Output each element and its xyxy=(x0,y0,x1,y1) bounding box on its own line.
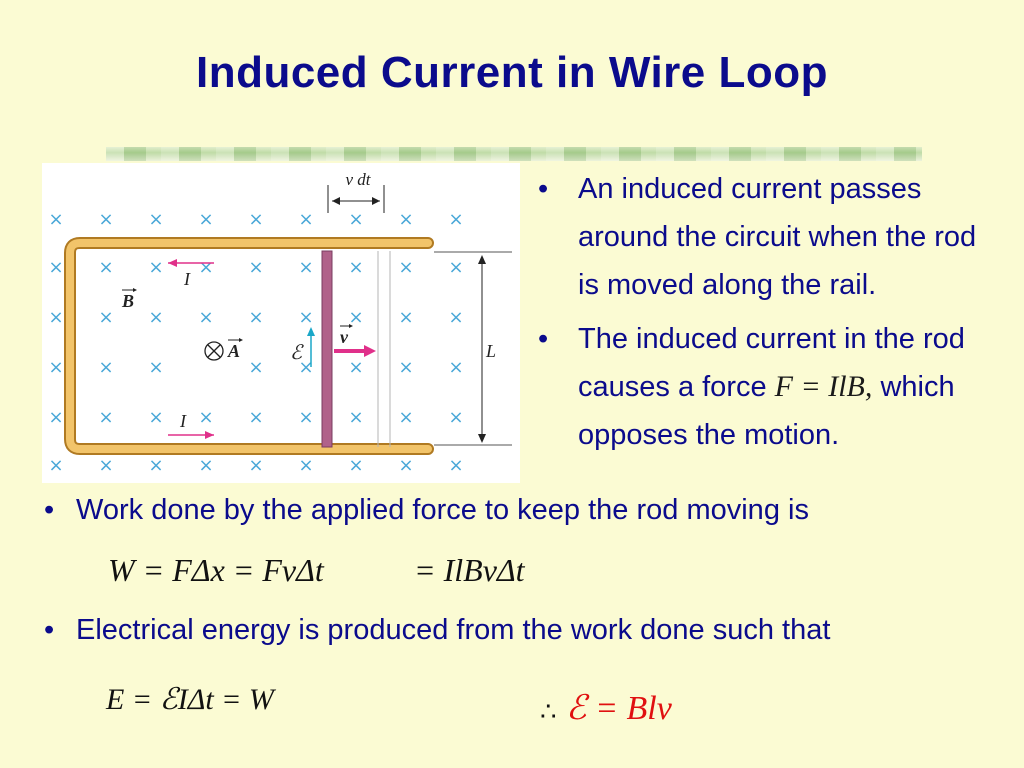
field-cross-icon: × xyxy=(348,357,363,378)
bullet-text: An induced current passes around the cir… xyxy=(578,173,977,301)
field-cross-icon: × xyxy=(448,307,463,328)
field-cross-icon: × xyxy=(98,407,113,428)
work-equation-part2: = IlBvΔt xyxy=(414,552,525,588)
velocity-label: v xyxy=(340,327,349,347)
field-cross-icon: × xyxy=(348,407,363,428)
bullet-induced-current: • An induced current passes around the c… xyxy=(538,165,998,309)
bullet-text-after: which opposes the motion. xyxy=(578,371,955,451)
area-label-a: A xyxy=(227,341,240,361)
field-cross-icon: × xyxy=(198,455,213,476)
field-cross-icon: × xyxy=(48,455,63,476)
vdt-label: v dt xyxy=(345,170,371,189)
field-label-b: B xyxy=(121,291,134,311)
field-cross-icon: × xyxy=(198,257,213,278)
field-cross-icon: × xyxy=(198,307,213,328)
bullet-work-text: Work done by the applied force to keep t… xyxy=(76,494,809,526)
field-cross-icon: × xyxy=(48,357,63,378)
bullet-dot: • xyxy=(44,494,55,526)
energy-equation: E = ℰIΔt = W xyxy=(106,683,274,716)
field-cross-icon: × xyxy=(348,257,363,278)
field-cross-icon: × xyxy=(398,407,413,428)
field-cross-icon: × xyxy=(98,455,113,476)
field-cross-icon: × xyxy=(48,407,63,428)
bullet-dot: • xyxy=(538,173,549,205)
field-cross-icon: × xyxy=(248,257,263,278)
field-cross-icon: × xyxy=(348,455,363,476)
field-cross-icon: × xyxy=(148,209,163,230)
field-cross-icon: × xyxy=(198,407,213,428)
field-cross-icon: × xyxy=(248,307,263,328)
emf-label: ℰ xyxy=(290,342,304,364)
current-label-top: I xyxy=(183,269,191,289)
field-cross-icon: × xyxy=(298,455,313,476)
field-cross-icon: × xyxy=(448,357,463,378)
field-cross-icon: × xyxy=(398,307,413,328)
field-cross-icon: × xyxy=(148,257,163,278)
field-cross-icon: × xyxy=(448,257,463,278)
slide-title: Induced Current in Wire Loop xyxy=(195,48,829,97)
field-cross-icon: × xyxy=(398,357,413,378)
field-cross-icon: × xyxy=(148,357,163,378)
field-cross-icon: × xyxy=(98,257,113,278)
field-cross-icon: × xyxy=(348,209,363,230)
wire-loop-diagram: × × × × × × × × × × × × × × × × × × × × × × × × × × × × × × × × × × × × × × × ×… xyxy=(48,170,512,476)
moving-rod xyxy=(321,250,333,448)
force-formula: F = IlB, xyxy=(774,370,873,403)
field-cross-icon: × xyxy=(148,455,163,476)
field-cross-icon: × xyxy=(448,209,463,230)
bullet-dot: • xyxy=(538,323,549,355)
field-cross-icon: × xyxy=(348,307,363,328)
emf-result-equation: ℰ = Blv xyxy=(566,690,672,727)
field-cross-icon: × xyxy=(298,257,313,278)
right-bullet-list: • An induced current passes around the c… xyxy=(538,165,998,465)
field-cross-icon: × xyxy=(448,455,463,476)
field-cross-icon: × xyxy=(248,209,263,230)
field-cross-icon: × xyxy=(398,257,413,278)
field-cross-icon: × xyxy=(198,209,213,230)
field-cross-icon: × xyxy=(398,209,413,230)
field-cross-icon: × xyxy=(398,455,413,476)
field-cross-icon: × xyxy=(98,307,113,328)
field-cross-icon: × xyxy=(248,407,263,428)
field-cross-icon: × xyxy=(148,307,163,328)
magnetic-field-crosses: × × × × × × × × × × × × × × × × × × × × × × × × × × × × × × × × × × × × × × × ×… xyxy=(48,209,463,476)
field-cross-icon: × xyxy=(48,257,63,278)
into-page-symbol xyxy=(204,341,224,361)
field-cross-icon: × xyxy=(148,407,163,428)
bullet-force: • The induced current in the rod causes … xyxy=(538,315,998,459)
field-cross-icon: × xyxy=(248,455,263,476)
field-cross-icon: × xyxy=(98,209,113,230)
work-equation-part1: W = FΔx = FvΔt xyxy=(108,552,324,588)
bullet-energy: • Electrical energy is produced from the … xyxy=(44,614,830,647)
bullet-dot: • xyxy=(44,614,55,646)
field-cross-icon: × xyxy=(448,407,463,428)
field-cross-icon: × xyxy=(298,357,313,378)
field-cross-icon: × xyxy=(98,357,113,378)
field-cross-icon: × xyxy=(298,307,313,328)
title-divider xyxy=(106,147,922,161)
field-cross-icon: × xyxy=(48,307,63,328)
bullet-text-before: The induced current in the rod causes a … xyxy=(578,323,965,403)
field-cross-icon: × xyxy=(48,209,63,230)
current-label-bottom: I xyxy=(179,411,187,431)
bullet-energy-text: Electrical energy is produced from the w… xyxy=(76,614,831,646)
length-label: L xyxy=(485,341,496,361)
field-cross-icon: × xyxy=(298,209,313,230)
field-cross-icon: × xyxy=(298,407,313,428)
wire-loop-figure: × × × × × × × × × × × × × × × × × × × × × × × × × × × × × × × × × × × × × × × ×… xyxy=(42,163,520,483)
bullet-work: • Work done by the applied force to keep … xyxy=(44,494,809,527)
therefore-symbol: ∴ xyxy=(540,697,557,727)
field-cross-icon: × xyxy=(248,357,263,378)
